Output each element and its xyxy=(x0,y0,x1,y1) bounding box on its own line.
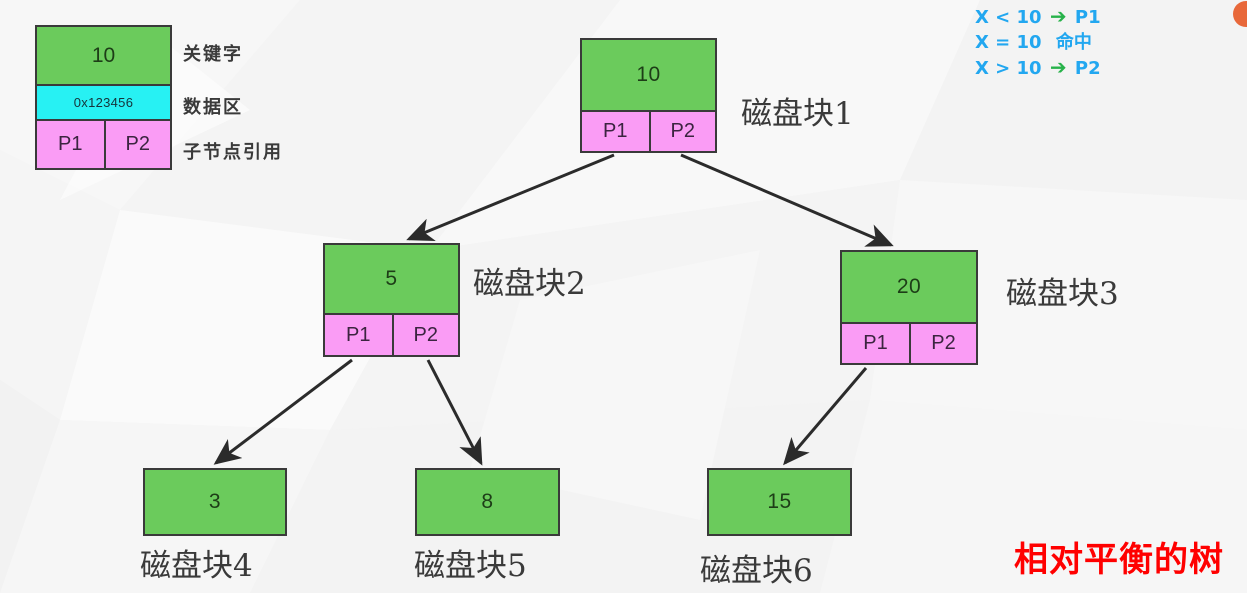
search-rules: X < 10 ➔ P1 X = 10 命中 X > 10 ➔ P2 xyxy=(975,4,1101,81)
rule-row-equal: X = 10 命中 xyxy=(975,30,1101,55)
node-label-block5: 磁盘块5 xyxy=(414,548,527,584)
legend-node-anatomy: 10 0x123456 P1 P2 xyxy=(35,25,172,170)
rule-target: P1 xyxy=(1074,7,1101,28)
tree-node-block6: 15 xyxy=(707,468,852,536)
rule-condition: X > 10 xyxy=(975,58,1042,79)
edge-root-to-block3 xyxy=(680,153,894,247)
node-label-block1: 磁盘块1 xyxy=(741,96,854,132)
legend-data-cell: 0x123456 xyxy=(37,84,170,121)
node-label-block6: 磁盘块6 xyxy=(700,553,813,589)
legend-pointer-row: P1 P2 xyxy=(37,121,170,168)
edge-block2-to-block5 xyxy=(426,359,483,466)
node-pointer-p1: P1 xyxy=(325,315,392,355)
arrow-right-icon: ➔ xyxy=(1049,55,1067,79)
node-key-cell: 5 xyxy=(385,267,398,290)
rule-condition: X < 10 xyxy=(975,7,1042,28)
node-pointer-row: P1 P2 xyxy=(842,322,976,363)
rule-row-greater-than: X > 10 ➔ P2 xyxy=(975,55,1101,81)
legend-key-cell: 10 xyxy=(91,43,116,67)
legend-pointer-p2: P2 xyxy=(103,121,170,168)
legend-label-pointer: 子节点引用 xyxy=(183,142,283,163)
conclusion-caption: 相对平衡的树 xyxy=(1014,540,1224,580)
node-label-block3: 磁盘块3 xyxy=(1006,276,1119,312)
edge-root-to-block2 xyxy=(406,153,615,242)
tree-node-block4: 3 xyxy=(143,468,287,536)
node-pointer-row: P1 P2 xyxy=(325,313,458,355)
edge-block2-to-block4 xyxy=(213,358,353,465)
node-label-block4: 磁盘块4 xyxy=(140,548,253,584)
tree-node-root: 10 P1 P2 xyxy=(580,38,717,153)
node-pointer-p2: P2 xyxy=(648,112,715,151)
decorative-orange-dot xyxy=(1233,1,1247,27)
arrow-right-icon: ➔ xyxy=(1049,4,1067,28)
node-pointer-p1: P1 xyxy=(842,324,909,363)
node-pointer-p2: P2 xyxy=(391,315,458,355)
node-key-cell: 10 xyxy=(636,63,661,86)
node-label-block2: 磁盘块2 xyxy=(473,266,586,302)
tree-node-block5: 8 xyxy=(415,468,560,536)
legend-pointer-p1: P1 xyxy=(37,121,104,168)
legend-label-key: 关键字 xyxy=(183,44,243,65)
tree-node-block3: 20 P1 P2 xyxy=(840,250,978,365)
edge-block3-to-block6 xyxy=(783,367,868,466)
node-pointer-p2: P2 xyxy=(909,324,976,363)
node-pointer-row: P1 P2 xyxy=(582,110,715,151)
rule-target: P2 xyxy=(1074,58,1101,79)
rule-target: 命中 xyxy=(1055,32,1092,53)
legend-label-data: 数据区 xyxy=(183,97,243,118)
node-key-cell: 3 xyxy=(208,490,222,513)
node-key-cell: 20 xyxy=(896,275,922,298)
tree-node-block2: 5 P1 P2 xyxy=(323,243,460,357)
node-key-cell: 8 xyxy=(481,490,494,513)
node-pointer-p1: P1 xyxy=(582,112,649,151)
node-key-cell: 15 xyxy=(767,490,792,513)
rule-row-less-than: X < 10 ➔ P1 xyxy=(975,4,1101,30)
rule-condition: X = 10 xyxy=(975,32,1042,53)
